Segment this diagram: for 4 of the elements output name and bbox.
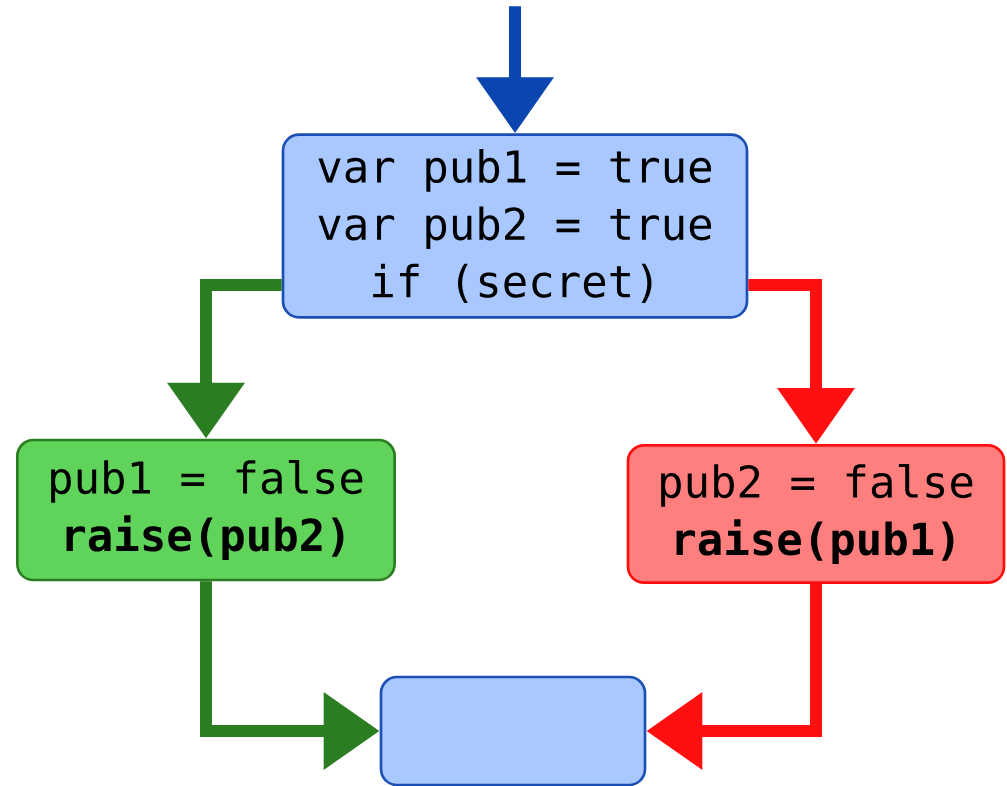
code-box: pub2 = false raise(pub1) [626,444,1006,584]
empty-box [379,675,647,786]
code-box: pub1 = false raise(pub2) [16,438,396,582]
code-box: var pub1 = true var pub2 = true if (secret) [281,133,749,319]
